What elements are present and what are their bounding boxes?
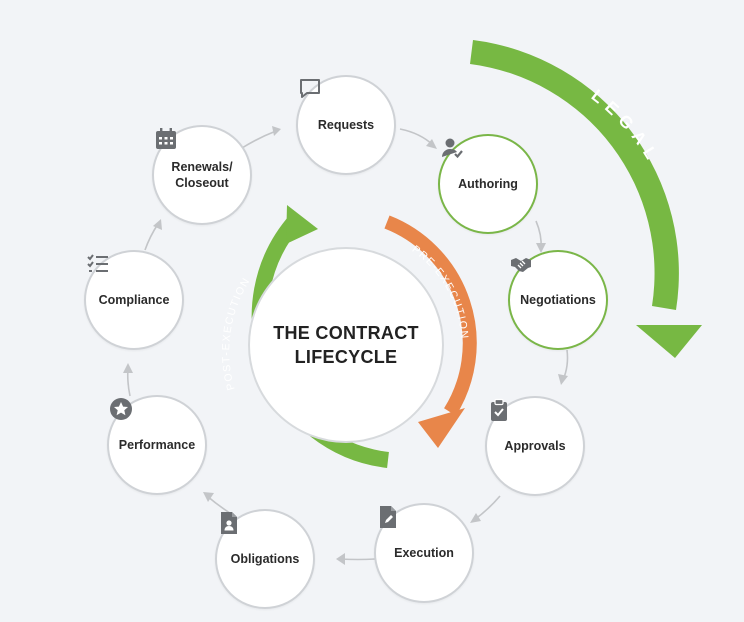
stage-renewals-closeout[interactable]: Renewals/ Closeout (152, 125, 252, 225)
stage-performance[interactable]: Performance (107, 395, 207, 495)
arrowhead (336, 553, 345, 565)
stage-label: Requests (317, 117, 375, 132)
stage-label: Obligations (230, 551, 300, 566)
stage-label: Renewals/ Closeout (171, 159, 233, 190)
arrowhead (536, 243, 546, 253)
arrowhead (203, 492, 214, 502)
star-badge-icon (110, 398, 132, 420)
document-pen-icon (380, 506, 396, 528)
checklist-icon (87, 254, 108, 272)
stage-label: Negotiations (520, 292, 596, 307)
arrowhead (123, 363, 133, 373)
stage-execution[interactable]: Execution (374, 503, 474, 603)
arrowhead (272, 126, 281, 136)
user-check-icon (442, 138, 463, 159)
connector-arrowheads (123, 126, 568, 565)
connector-renewals-requests (241, 130, 277, 149)
legal-arrow (470, 40, 702, 358)
pre-execution-arc (384, 215, 477, 448)
arrowhead (470, 513, 481, 523)
stage-requests[interactable]: Requests (296, 75, 396, 175)
clipboard-check-icon (491, 398, 507, 421)
document-person-icon (221, 512, 237, 534)
stage-label: Authoring (458, 176, 518, 191)
stage-label: Performance (118, 437, 196, 452)
stage-obligations[interactable]: Obligations (215, 509, 315, 609)
stage-label: Execution (394, 545, 454, 560)
arrowhead (558, 374, 568, 385)
connector-compliance-renewals (144, 223, 159, 251)
stage-negotiations[interactable]: Negotiations (508, 250, 608, 350)
stage-label: Compliance (98, 292, 170, 307)
stage-approvals[interactable]: Approvals (485, 396, 585, 496)
stage-authoring[interactable]: Authoring (438, 134, 538, 234)
connector-requests-authoring (399, 128, 434, 146)
stage-compliance[interactable]: Compliance (84, 250, 184, 350)
handshake-icon (511, 258, 531, 272)
arrowhead (153, 219, 162, 230)
speech-bubble-icon (300, 79, 320, 98)
arrowhead (426, 139, 437, 149)
lifecycle-center: THE CONTRACT LIFECYCLE (248, 247, 444, 443)
calendar-icon (156, 128, 176, 149)
connector-execution-obligations (339, 558, 376, 561)
stage-label: Approvals (504, 438, 566, 453)
lifecycle-title: THE CONTRACT LIFECYCLE (273, 322, 419, 367)
